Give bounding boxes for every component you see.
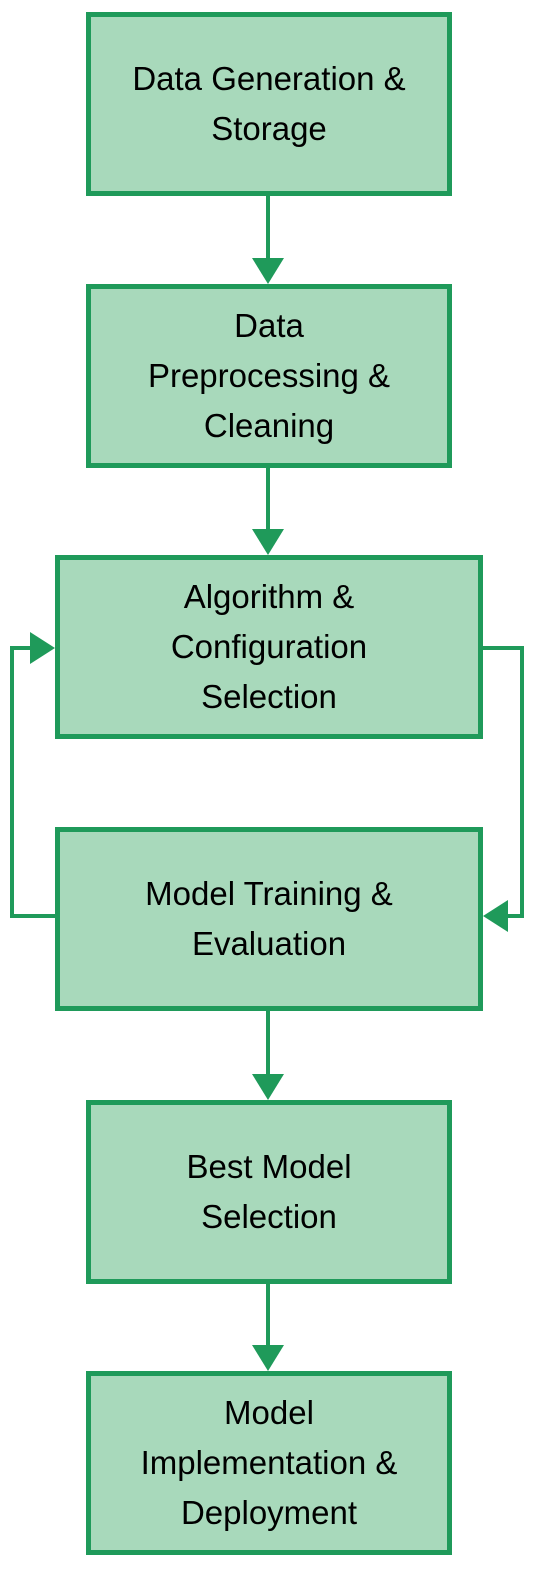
- step-label: Best Model Selection: [186, 1148, 352, 1235]
- step-label: Data Generation & Storage: [132, 60, 406, 147]
- loop-arrow-right: [483, 646, 524, 932]
- step-label: Algorithm & Configuration Selection: [170, 578, 368, 715]
- arrow-4-to-5: [252, 1011, 284, 1100]
- step-model-implementation-deployment: Model Implementation & Deployment: [86, 1371, 452, 1555]
- step-best-model-selection: Best Model Selection: [86, 1100, 452, 1284]
- arrow-1-to-2: [252, 196, 284, 284]
- step-data-generation-storage: Data Generation & Storage: [86, 12, 452, 196]
- arrow-2-to-3: [252, 468, 284, 555]
- step-label: Model Training & Evaluation: [145, 875, 393, 962]
- step-data-preprocessing-cleaning: Data Preprocessing & Cleaning: [86, 284, 452, 468]
- step-model-training-evaluation: Model Training & Evaluation: [55, 827, 483, 1011]
- step-algorithm-configuration-selection: Algorithm & Configuration Selection: [55, 555, 483, 739]
- arrow-5-to-6: [252, 1284, 284, 1371]
- loop-arrow-left: [10, 632, 55, 918]
- step-label: Model Implementation & Deployment: [140, 1394, 398, 1531]
- step-label: Data Preprocessing & Cleaning: [147, 307, 391, 444]
